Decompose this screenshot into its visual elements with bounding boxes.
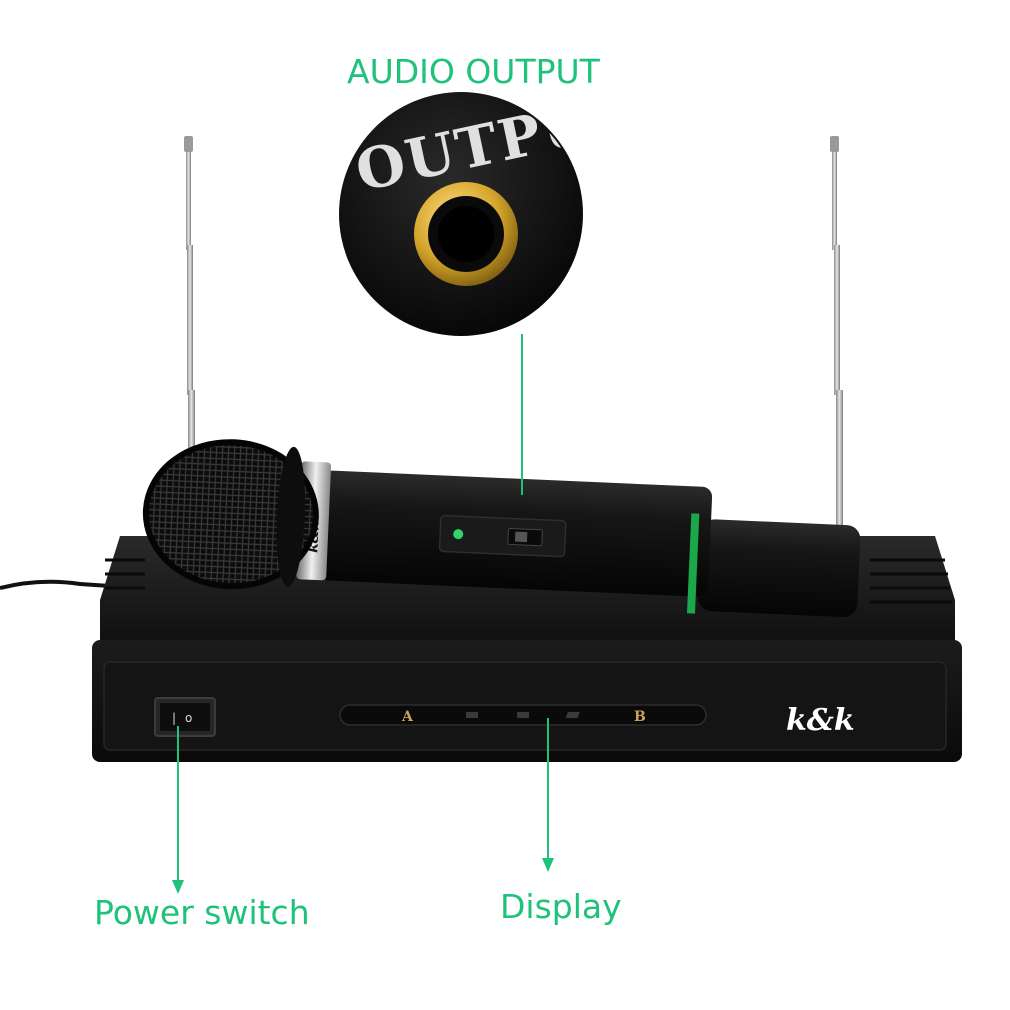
callout-lines (172, 334, 554, 894)
audio-output-label: AUDIO OUTPUT (347, 52, 600, 91)
display-arrowhead (542, 858, 554, 872)
display-led (565, 712, 580, 718)
audio-output-zoom: OUTPUT (339, 92, 583, 336)
display-label: Display (500, 887, 622, 926)
mic-switch-panel (438, 514, 567, 558)
display-led (517, 712, 529, 718)
mic-led (453, 529, 464, 540)
power-switch-label: Power switch (94, 893, 310, 932)
channel-b-label: B (634, 709, 646, 725)
power-switch[interactable]: | o (154, 697, 216, 737)
power-switch-arrowhead (172, 880, 184, 894)
display-panel: A B (339, 704, 707, 726)
power-off-symbol: o (185, 711, 192, 725)
brand-logo: k&k (786, 703, 855, 738)
channel-a-label: A (401, 709, 414, 725)
power-cable (0, 579, 111, 590)
power-on-symbol: | (172, 711, 176, 725)
microphone: k&k (142, 439, 861, 618)
display-led (466, 712, 478, 718)
antenna-right (830, 136, 843, 550)
